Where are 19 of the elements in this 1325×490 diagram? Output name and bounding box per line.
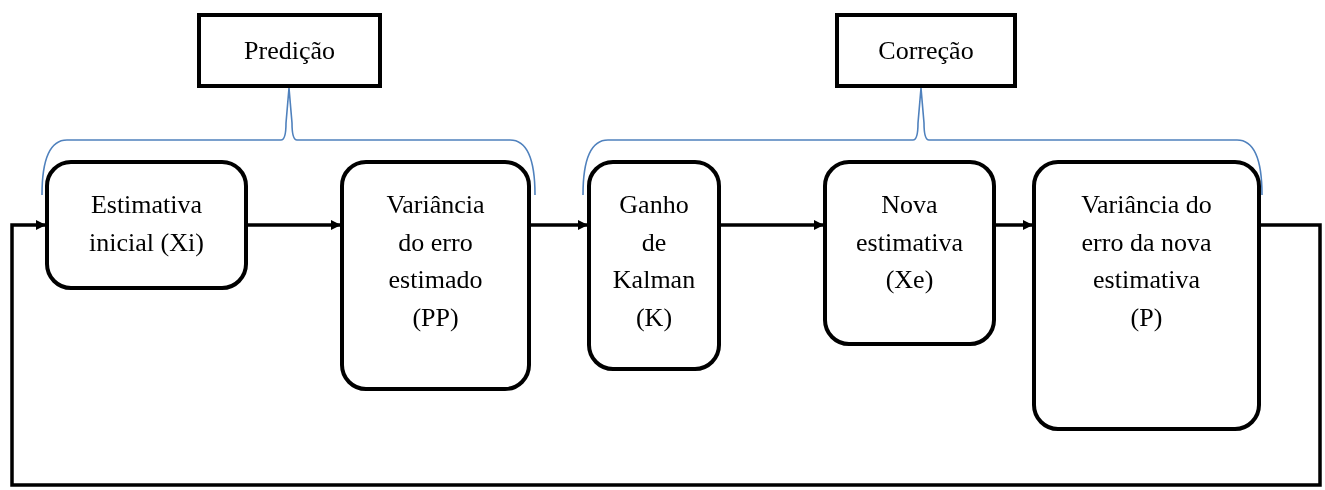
phase-box: [197, 13, 382, 88]
node-label: Variância do erro da nova estimativa (P): [1080, 189, 1213, 335]
node-label: Predição: [244, 34, 335, 67]
process-box: [340, 160, 531, 391]
process-box: [1032, 160, 1261, 431]
arrow: [996, 220, 1033, 230]
phase-box: [835, 13, 1017, 88]
node-label: Nova estimativa (Xe): [855, 189, 964, 297]
arrow: [248, 220, 341, 230]
arrow: [721, 220, 824, 230]
node-label: Correção: [878, 34, 974, 67]
arrow: [531, 220, 588, 230]
process-box: [45, 160, 248, 290]
process-box: [823, 160, 996, 346]
arrow: [10, 220, 1322, 487]
process-box: [587, 160, 721, 371]
node-label: Estimativa inicial (Xi): [88, 189, 205, 259]
node-label: Variância do erro estimado (PP): [385, 189, 486, 335]
node-label: Ganho de Kalman (K): [612, 189, 696, 335]
